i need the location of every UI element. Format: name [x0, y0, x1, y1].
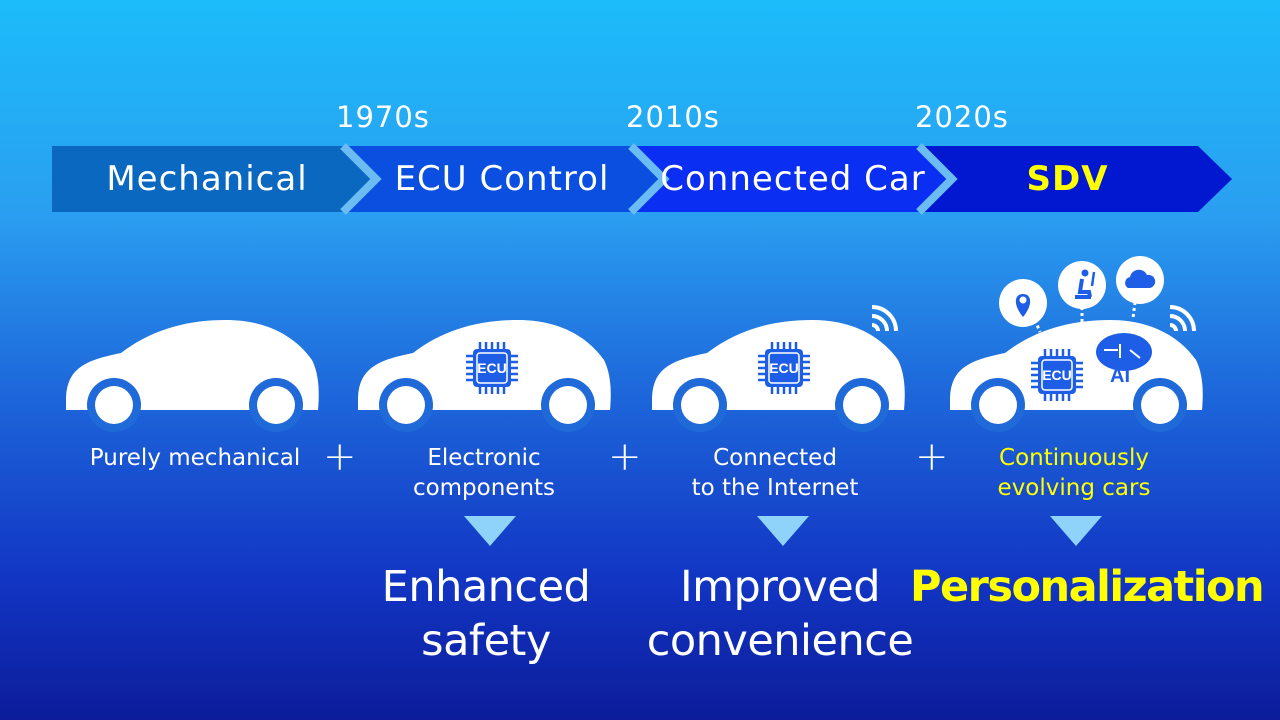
desc-sdv: Continuously evolving cars: [954, 443, 1194, 503]
seat-icon: [1058, 261, 1106, 309]
svg-text:AI: AI: [1110, 365, 1130, 387]
wifi-icon: [1168, 305, 1196, 333]
benefit-line: Enhanced: [381, 562, 591, 612]
desc-connected: Connected to the Internet: [655, 443, 895, 503]
desc-line: components: [412, 475, 556, 501]
stage-ecu-control: ECU Control: [394, 159, 610, 199]
plus-sign: +: [608, 434, 642, 480]
desc-line: Connected: [713, 445, 837, 471]
stage-mechanical-shape: [52, 146, 375, 212]
plus-sign: +: [323, 434, 357, 480]
benefit-personalization: Personalization: [910, 560, 1265, 614]
desc-line: to the Internet: [691, 475, 859, 501]
stage-connected-car: Connected Car: [660, 159, 926, 199]
chevron-separators: [340, 143, 958, 215]
plus-sign: +: [915, 434, 949, 480]
car-ecu: [358, 320, 611, 432]
era-1970s: 1970s: [336, 100, 430, 134]
location-pin-icon: [999, 279, 1047, 327]
car-sdv: AI: [950, 256, 1203, 432]
benefit-line: Personalization: [910, 562, 1265, 612]
desc-line: Purely mechanical: [89, 445, 301, 471]
cloud-icon: [1116, 256, 1164, 304]
era-2020s: 2020s: [915, 100, 1009, 134]
cars-illustration: ECU AI: [66, 256, 1203, 432]
stage-connected-shape: [630, 146, 951, 212]
ai-brain-icon: AI: [1096, 333, 1152, 387]
stage-ecu-shape: [342, 146, 663, 212]
stage-sdv-shape: [918, 146, 1232, 212]
desc-line: Continuously: [999, 445, 1149, 471]
benefit-line: Improved: [679, 562, 881, 612]
stage-mechanical: Mechanical: [106, 159, 308, 199]
era-2010s: 2010s: [626, 100, 720, 134]
down-arrow-icon: [1050, 516, 1102, 546]
desc-line: evolving cars: [997, 475, 1151, 501]
car-connected: [652, 305, 905, 432]
desc-mechanical: Purely mechanical: [75, 443, 315, 473]
benefit-line: convenience: [646, 616, 914, 666]
wifi-icon: [870, 305, 898, 333]
desc-ecu: Electronic components: [364, 443, 604, 503]
down-arrow-icon: [464, 516, 516, 546]
down-arrow-icon: [757, 516, 809, 546]
car-mechanical: [66, 320, 319, 432]
benefit-line: safety: [421, 616, 551, 666]
stage-sdv: SDV: [1026, 159, 1109, 199]
desc-line: Electronic: [427, 445, 541, 471]
